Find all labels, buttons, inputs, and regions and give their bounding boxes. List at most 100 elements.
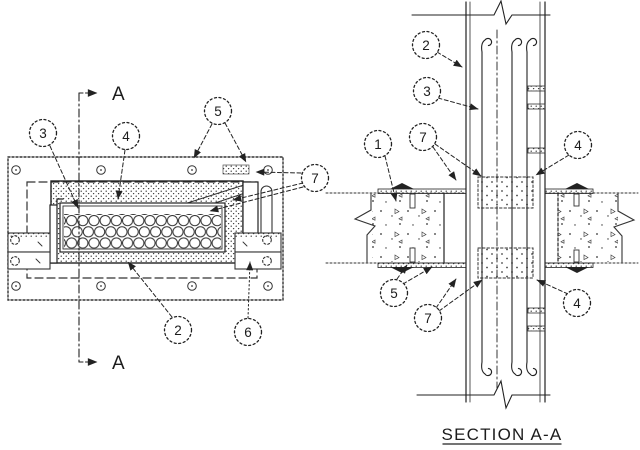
callout-number: 2 — [174, 323, 182, 338]
plan-view: A A 3 4 5 — [7, 84, 330, 374]
side-tab-right — [234, 232, 282, 308]
leader-3 — [437, 97, 479, 111]
callout-balloon-3: 3 — [28, 118, 58, 148]
leader-7-top-a — [432, 146, 457, 181]
callout-number: 1 — [374, 137, 382, 152]
firestop-plug-top — [477, 176, 534, 209]
leader-5-b — [402, 266, 433, 285]
callout-number: 5 — [390, 286, 398, 301]
break-line-right-wall — [613, 193, 636, 263]
callout-number: 3 — [423, 84, 431, 99]
bolt-hole — [187, 281, 197, 291]
leader-7c — [209, 186, 304, 213]
wall-left — [353, 192, 445, 264]
bolt-hole — [11, 165, 21, 175]
leader-7-top-b — [434, 143, 482, 177]
section-title-text: SECTION A-A — [442, 425, 563, 444]
anchor-stud — [573, 249, 580, 263]
callout-number: 2 — [422, 38, 430, 53]
leader-7-bottom-a — [435, 278, 457, 309]
side-tab-left — [7, 232, 51, 270]
leader-2 — [127, 261, 173, 318]
callout-balloon-5: 5 — [379, 278, 409, 308]
ladder-rung — [527, 103, 546, 110]
slotted-hole — [260, 185, 273, 239]
leader-7a — [255, 168, 302, 176]
ladder-rungs — [527, 85, 546, 332]
leader-6 — [246, 261, 254, 319]
break-line-left-wall — [353, 193, 376, 263]
callout-balloon-7: 7 — [300, 163, 330, 193]
section-view: 1 2 3 7 4 5 7 — [325, 0, 639, 445]
callout-balloon-4-bottom: 4 — [562, 288, 592, 318]
plan-callouts: 3 4 5 7 2 6 — [28, 96, 330, 347]
leader-4-bottom — [536, 279, 569, 295]
anchor-stud — [573, 193, 580, 207]
face-plate-bottom-right — [544, 262, 594, 268]
weld-tick — [35, 241, 43, 264]
leader-4 — [115, 149, 126, 200]
section-leaders — [384, 51, 570, 312]
wall-right — [557, 192, 636, 264]
bolt-hole — [187, 165, 197, 175]
callout-balloon-2: 2 — [411, 30, 441, 60]
callout-balloon-7-bottom: 7 — [413, 303, 443, 333]
face-plate-top-right — [544, 188, 594, 194]
ladder-rung — [527, 147, 546, 154]
face-plate-top-left — [377, 188, 467, 194]
bolt-hole — [96, 165, 106, 175]
anchor-stud — [409, 247, 416, 263]
cable-break-curls-top — [481, 37, 538, 53]
leader-1 — [384, 155, 398, 202]
anchor-stud — [409, 193, 416, 209]
section-title: SECTION A-A — [442, 425, 563, 445]
callout-balloon-2: 2 — [163, 315, 193, 345]
leader-7b — [232, 182, 304, 202]
callout-balloon-4-top: 4 — [563, 130, 593, 160]
section-callouts: 1 2 3 7 4 5 7 — [363, 30, 593, 333]
callout-number: 3 — [39, 126, 47, 141]
callout-balloon-4: 4 — [111, 121, 141, 151]
weld-bead — [390, 183, 414, 189]
section-cut-line: A A — [78, 84, 125, 374]
ladder-rung — [527, 325, 546, 332]
leader-5-a — [396, 264, 408, 280]
putty-strip — [222, 164, 250, 175]
bolt-hole — [96, 281, 106, 291]
ladder-rung — [527, 85, 546, 92]
sleeve-rails — [465, 1, 546, 403]
leader-5b — [224, 122, 247, 163]
firestop-plug-bottom — [477, 247, 534, 279]
callout-number: 5 — [214, 104, 222, 119]
callout-balloon-7-top: 7 — [408, 122, 438, 152]
cut-letter-top: A — [112, 84, 125, 105]
bolt-hole — [11, 281, 21, 291]
bolt-hole — [263, 281, 273, 291]
callout-balloon-1: 1 — [363, 129, 393, 159]
callout-number: 4 — [573, 296, 581, 311]
cable-break-curls-bottom — [481, 361, 538, 377]
callout-number: 4 — [574, 138, 582, 153]
cut-letter-bottom: A — [112, 353, 125, 374]
leader-3 — [49, 145, 79, 209]
ladder-rung — [527, 307, 546, 314]
break-line-top — [411, 0, 551, 26]
plan-leaders — [49, 122, 304, 319]
weld-bead — [565, 267, 589, 273]
callout-balloon-5: 5 — [203, 96, 233, 126]
break-line-bottom — [416, 379, 551, 410]
callout-number: 6 — [244, 325, 252, 340]
callout-number: 4 — [122, 129, 130, 144]
leader-7-bottom-b — [438, 279, 483, 312]
leader-2 — [436, 51, 463, 68]
callout-balloon-6: 6 — [233, 317, 263, 347]
weld-bead — [565, 183, 589, 189]
callout-number: 7 — [424, 311, 432, 326]
callout-balloon-3: 3 — [412, 76, 442, 106]
callout-number: 7 — [419, 130, 427, 145]
leader-4-top — [535, 154, 570, 176]
cables — [481, 29, 538, 389]
leader-5a — [193, 123, 213, 159]
face-plate-bottom-left — [377, 262, 467, 268]
